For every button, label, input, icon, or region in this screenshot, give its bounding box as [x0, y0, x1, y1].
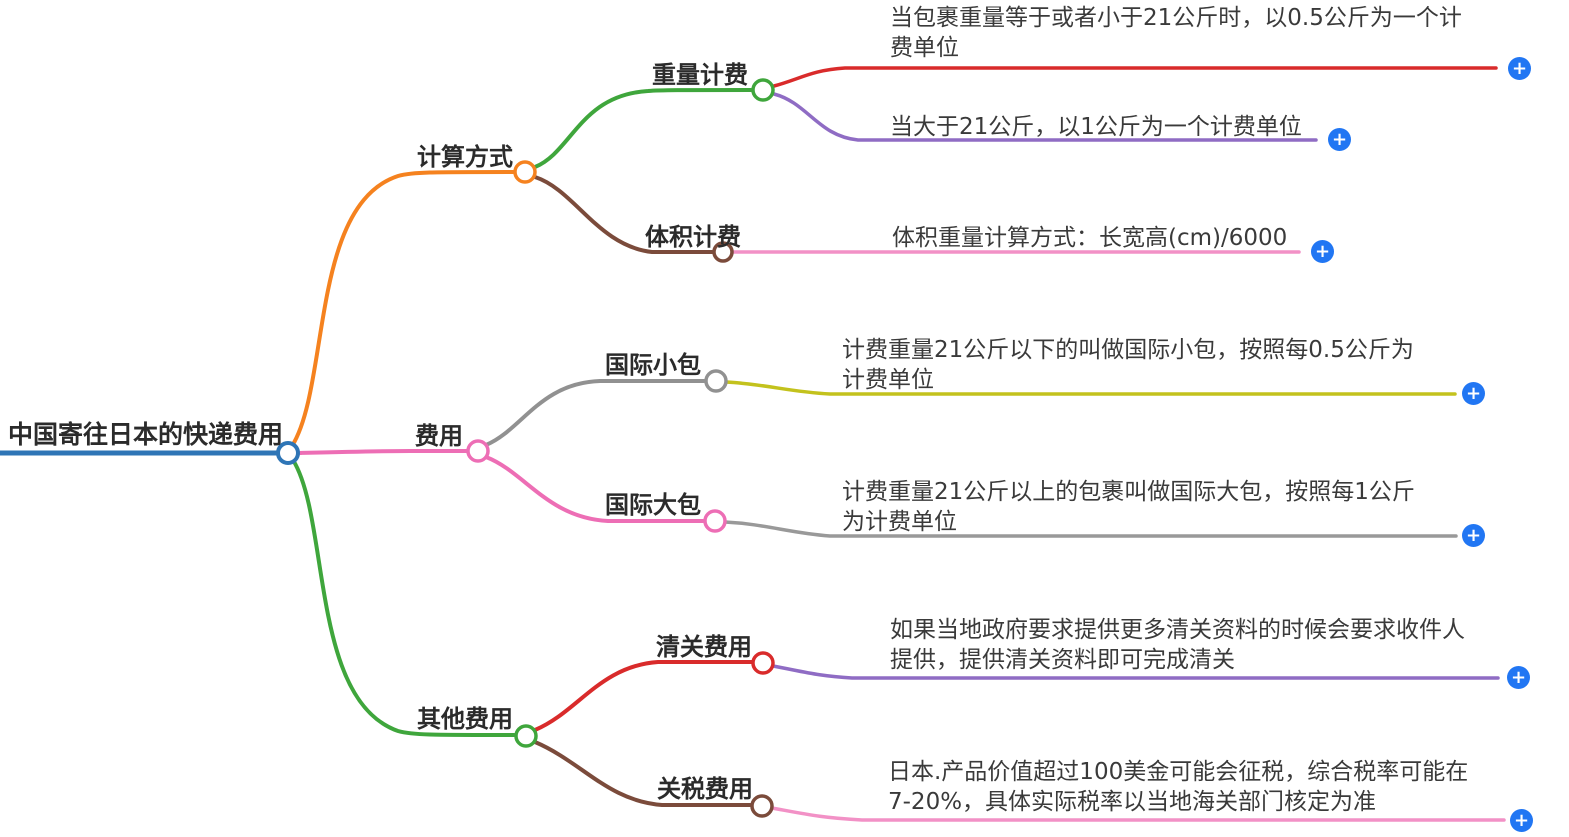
node-label-fee[interactable]: 费用	[415, 422, 463, 450]
leaf-note-large-package-rule[interactable]: 计费重量21公斤以上的包裹叫做国际大包，按照每1公斤为计费单位	[842, 479, 1415, 535]
calculation-node-circle[interactable]	[513, 160, 537, 184]
leaf-line-tariff-rule	[770, 806, 1506, 822]
add-child-button-small-package[interactable]: +	[1462, 382, 1485, 405]
branch-line-fee	[297, 449, 469, 455]
child-line-large-package	[484, 455, 705, 523]
plus-icon: +	[1511, 57, 1528, 79]
leaf-line-weight-under-21kg	[772, 66, 1498, 88]
root-node-circle[interactable]	[276, 441, 300, 465]
node-label-large-package[interactable]: 国际大包	[605, 491, 701, 519]
node-label-other-fees[interactable]: 其他费用	[417, 705, 513, 733]
branch-line-calculation	[290, 170, 515, 448]
leaf-line-large-package-rule	[723, 520, 1458, 538]
leaf-note-tariff-rule[interactable]: 日本.产品价值超过100美金可能会征税，综合税率可能在7-20%，具体实际税率以…	[888, 759, 1469, 815]
child-line-tariff	[533, 740, 752, 807]
plus-icon: +	[1465, 524, 1482, 546]
tariff-node-circle[interactable]	[750, 794, 774, 818]
plus-icon: +	[1465, 382, 1482, 404]
leaf-line-weight-over-21kg	[772, 92, 1318, 142]
add-child-button-weight-under-21kg[interactable]: +	[1508, 57, 1531, 80]
other-fees-node-circle[interactable]	[514, 724, 538, 748]
node-label-weight-billing[interactable]: 重量计费	[652, 61, 748, 89]
node-label-small-package[interactable]: 国际小包	[605, 351, 701, 379]
fee-node-circle[interactable]	[466, 439, 490, 463]
leaf-line-small-package-rule	[724, 380, 1457, 396]
add-child-button-customs-clearance[interactable]: +	[1507, 666, 1530, 689]
customs-clearance-node-circle[interactable]	[751, 651, 775, 675]
child-line-weight-billing	[533, 88, 753, 169]
leaf-note-customs-clearance-rule[interactable]: 如果当地政府要求提供更多清关资料的时候会要求收件人提供，提供清关资料即可完成清关	[890, 617, 1465, 673]
add-child-button-tariff[interactable]: +	[1510, 809, 1533, 832]
plus-icon: +	[1331, 128, 1348, 150]
root-node-label[interactable]: 中国寄往日本的快递费用	[8, 420, 284, 449]
leaf-note-small-package-rule[interactable]: 计费重量21公斤以下的叫做国际小包，按照每0.5公斤为计费单位	[842, 337, 1414, 393]
add-child-button-weight-over-21kg[interactable]: +	[1328, 128, 1351, 151]
plus-icon: +	[1513, 809, 1530, 831]
plus-icon: +	[1314, 240, 1331, 262]
node-label-calculation-method[interactable]: 计算方式	[417, 143, 513, 171]
large-package-node-circle[interactable]	[703, 509, 727, 533]
node-label-customs-clearance[interactable]: 清关费用	[656, 633, 752, 661]
child-line-customs-clearance	[533, 660, 754, 732]
leaf-note-volume-formula[interactable]: 体积重量计算方式：长宽高(cm)/6000	[892, 225, 1288, 251]
leaf-note-weight-under-21kg[interactable]: 当包裹重量等于或者小于21公斤时，以0.5公斤为一个计费单位	[890, 5, 1462, 61]
add-child-button-volume-formula[interactable]: +	[1311, 240, 1334, 263]
weight-billing-node-circle[interactable]	[751, 78, 775, 102]
node-label-tariff[interactable]: 关税费用	[657, 775, 753, 803]
leaf-note-weight-over-21kg[interactable]: 当大于21公斤，以1公斤为一个计费单位	[890, 114, 1302, 140]
add-child-button-large-package[interactable]: +	[1462, 524, 1485, 547]
small-package-node-circle[interactable]	[704, 369, 728, 393]
child-line-volume-billing	[533, 175, 714, 254]
branch-line-other-fees	[291, 458, 516, 737]
leaf-line-customs-clearance-rule	[771, 664, 1500, 680]
plus-icon: +	[1510, 666, 1527, 688]
child-line-small-package	[484, 379, 706, 447]
node-label-volume-billing[interactable]: 体积计费	[645, 223, 741, 251]
volume-billing-node-circle[interactable]	[712, 241, 734, 263]
